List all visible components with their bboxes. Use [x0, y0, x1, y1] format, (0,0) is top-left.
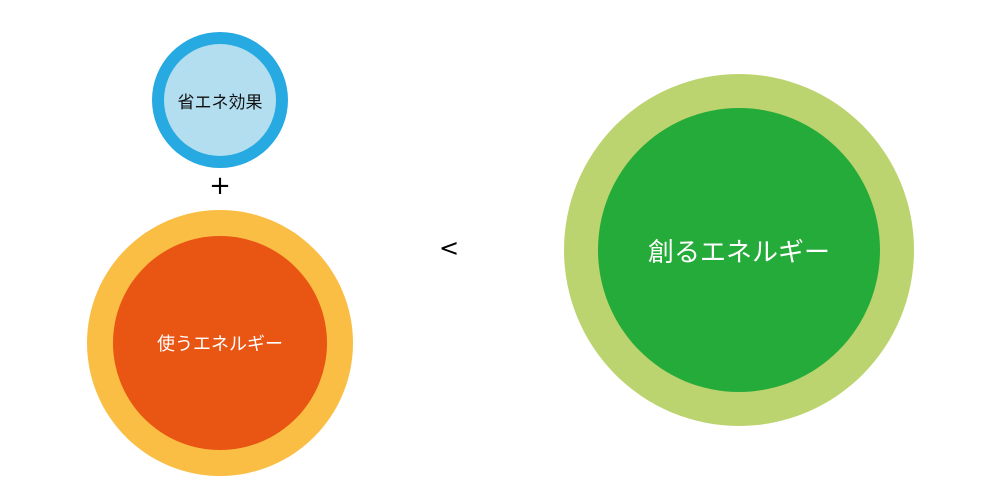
energy-saving-label: 省エネ効果: [164, 44, 276, 156]
plus-sign: +: [209, 171, 231, 201]
less-than-sign: <: [438, 234, 460, 262]
energy-created-label: 創るエネルギー: [598, 108, 880, 392]
energy-used-label: 使うエネルギー: [113, 236, 327, 450]
